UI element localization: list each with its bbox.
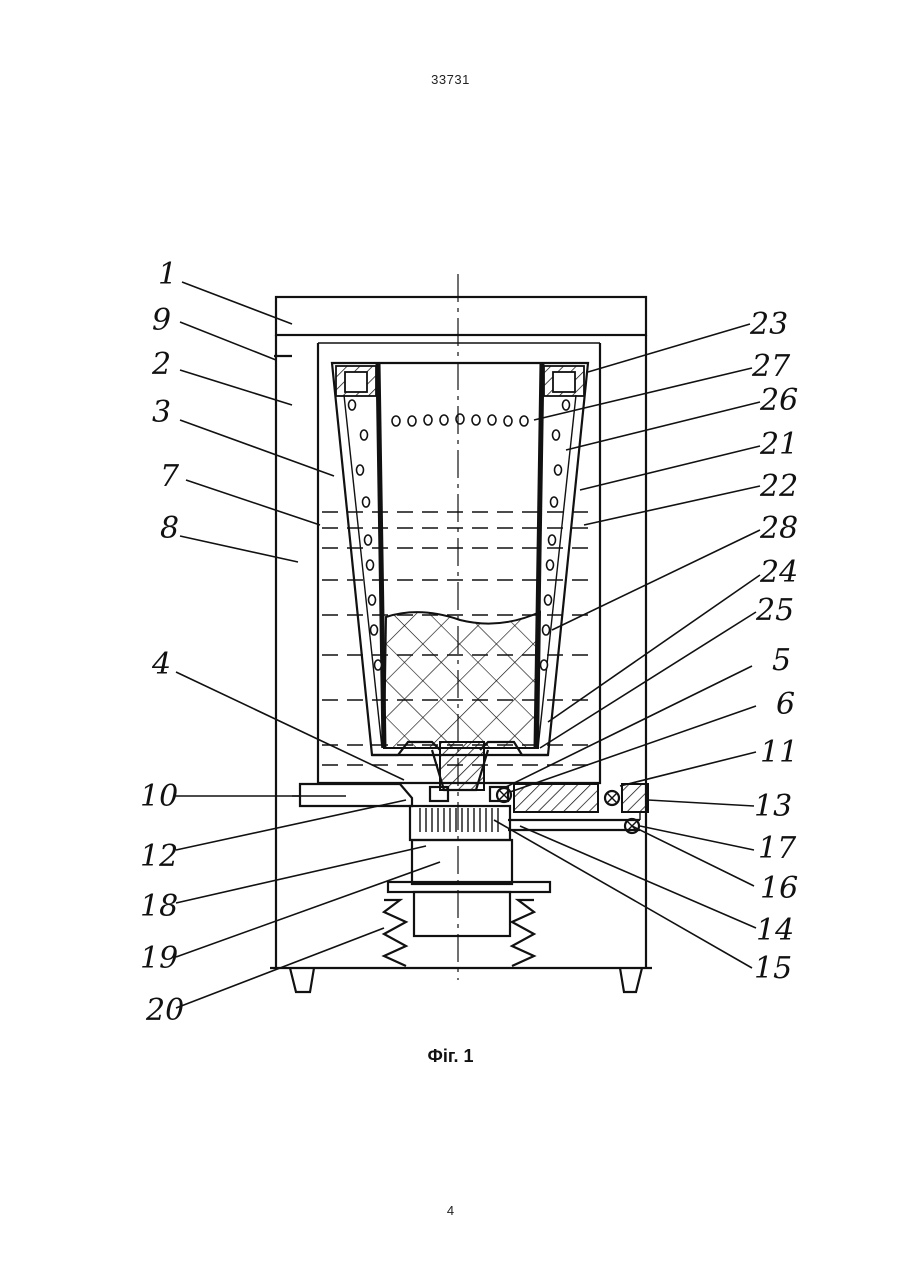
label-10: 10 bbox=[140, 779, 178, 814]
label-9: 9 bbox=[152, 303, 171, 338]
label-21: 21 bbox=[759, 427, 798, 462]
label-1: 1 bbox=[158, 257, 177, 292]
label-23: 23 bbox=[749, 307, 788, 342]
label-26: 26 bbox=[759, 383, 798, 418]
label-22: 22 bbox=[759, 469, 798, 504]
label-28: 28 bbox=[759, 511, 798, 546]
label-25: 25 bbox=[755, 593, 794, 628]
label-24: 24 bbox=[759, 555, 798, 590]
figure-caption: Фіг. 1 bbox=[0, 1046, 901, 1067]
page-number: 4 bbox=[0, 1203, 901, 1218]
label-18: 18 bbox=[140, 889, 178, 924]
label-7: 7 bbox=[160, 459, 180, 494]
label-12: 12 bbox=[140, 839, 178, 874]
label-16: 16 bbox=[760, 871, 798, 906]
gear-teeth bbox=[420, 808, 498, 832]
label-15: 15 bbox=[754, 951, 792, 986]
label-5: 5 bbox=[772, 643, 791, 678]
label-11: 11 bbox=[760, 735, 798, 770]
label-13: 13 bbox=[754, 789, 792, 824]
label-19: 19 bbox=[140, 941, 178, 976]
label-3: 3 bbox=[152, 395, 171, 430]
laundry-load bbox=[384, 612, 540, 748]
label-14: 14 bbox=[756, 913, 794, 948]
drive-assembly bbox=[292, 784, 648, 966]
label-27: 27 bbox=[751, 349, 791, 384]
label-8: 8 bbox=[160, 511, 179, 546]
label-20: 20 bbox=[145, 993, 184, 1028]
label-4: 4 bbox=[151, 647, 171, 682]
label-2: 2 bbox=[151, 347, 171, 382]
label-17: 17 bbox=[758, 831, 797, 866]
label-6: 6 bbox=[776, 687, 795, 722]
